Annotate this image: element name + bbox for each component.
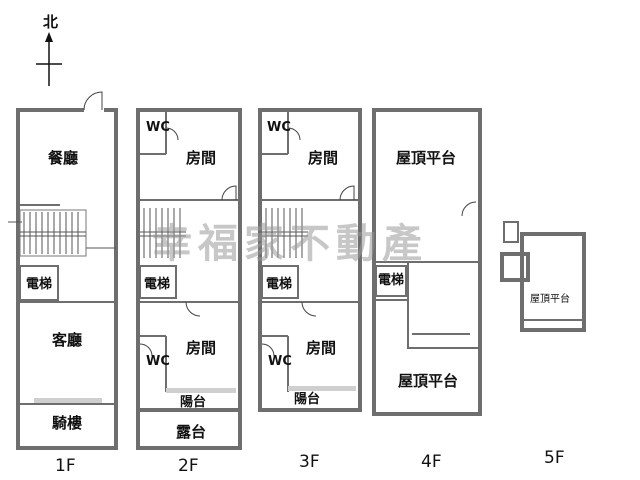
room-label: WC (268, 354, 292, 369)
room-label: WC (146, 120, 170, 135)
room-label: 陽台 (294, 391, 320, 407)
room-label: 陽台 (180, 394, 206, 410)
room-label: 屋頂平台 (398, 372, 458, 390)
room-label: 電梯 (266, 276, 292, 292)
floor-5f-plan: 屋頂平台 5F (500, 221, 586, 468)
floor-label: 2F (178, 456, 199, 476)
floor-3f-plan: WC 房間 電梯 房間 WC 陽台 3F (258, 108, 362, 472)
room-label: 屋頂平台 (396, 149, 456, 167)
floor-label: 1F (55, 456, 76, 476)
north-compass: 北 (36, 13, 62, 86)
stairs-3f (262, 208, 308, 258)
floor-4f-plan: 屋頂平台 電梯 屋頂平台 4F (372, 108, 482, 472)
stairs-1f (8, 212, 116, 254)
room-label: 電梯 (26, 276, 52, 292)
floor-label: 3F (299, 452, 320, 472)
floor-2f-plan: WC 房間 電梯 房間 WC 陽台 露台 2F (136, 108, 242, 476)
floor-1f-plan: 餐廳 電梯 客廳 騎樓 1F (8, 91, 118, 476)
room-label: 屋頂平台 (530, 292, 570, 305)
room-label: 電梯 (144, 276, 170, 292)
north-arrow-icon (45, 32, 53, 42)
room-label: 房間 (308, 149, 338, 167)
room-label: 房間 (186, 339, 216, 357)
room-label: 房間 (186, 149, 216, 167)
room-label: 電梯 (378, 272, 404, 288)
stairs-2f (140, 208, 186, 258)
north-label: 北 (43, 13, 58, 31)
room-label: 騎樓 (52, 414, 82, 432)
room-label: 露台 (176, 423, 206, 441)
room-label: 客廳 (51, 331, 82, 349)
room-label: WC (146, 354, 170, 369)
watermark-text: 幸福家不動產 (152, 221, 428, 267)
room-label: 房間 (306, 339, 336, 357)
floor-label: 4F (421, 452, 442, 472)
floor-label: 5F (544, 448, 565, 468)
room-label: WC (267, 120, 291, 135)
room-label: 餐廳 (48, 149, 78, 167)
